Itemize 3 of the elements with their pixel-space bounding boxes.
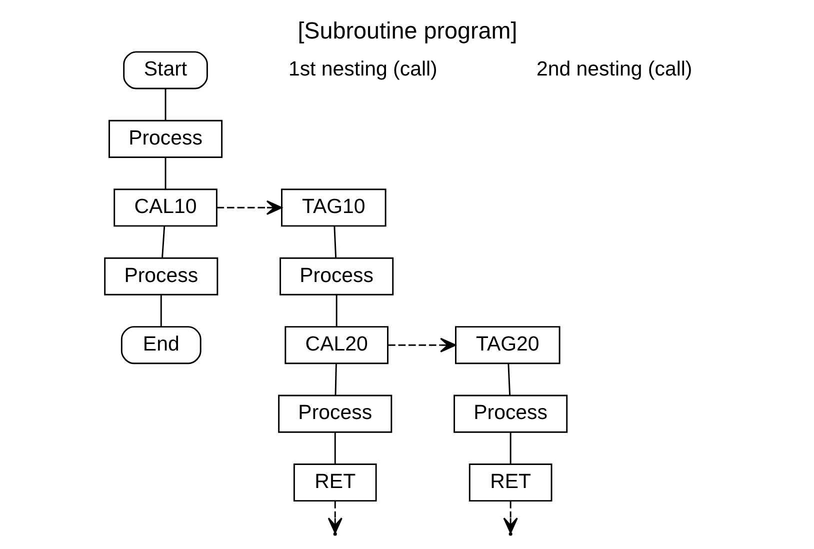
label: 1st nesting (call) [288, 58, 437, 81]
label: 2nd nesting (call) [536, 58, 692, 81]
diagram-title: [Subroutine program] [297, 17, 517, 44]
